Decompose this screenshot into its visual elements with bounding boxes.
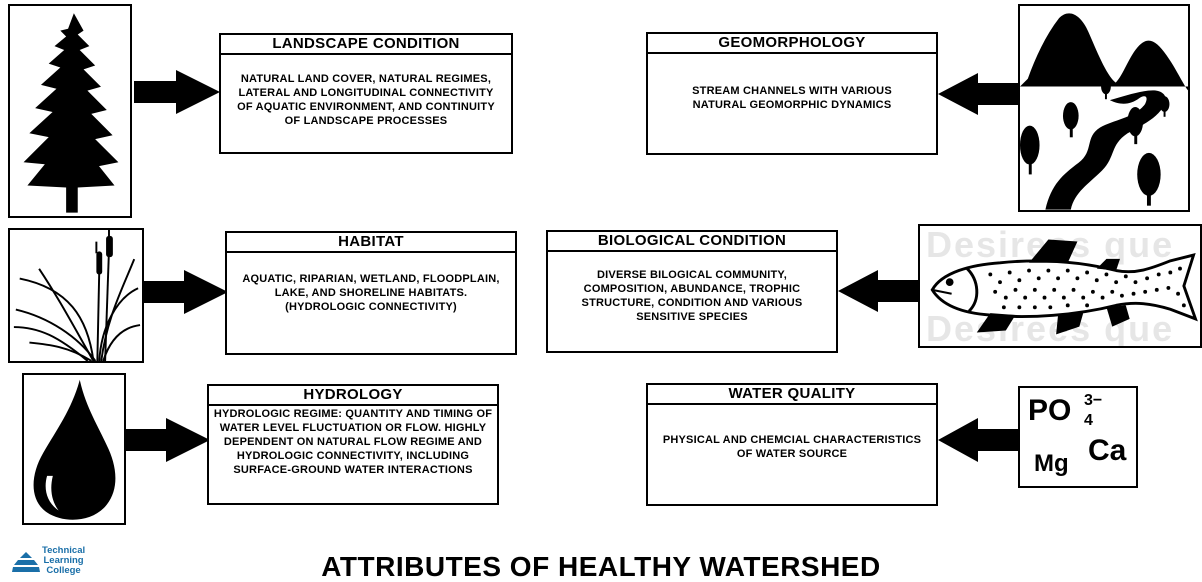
fish-image: Desirees que Desirees que bbox=[918, 224, 1202, 348]
water-quality-box: WATER QUALITY PHYSICAL AND CHEMCIAL CHAR… bbox=[646, 383, 938, 506]
habitat-title: HABITAT bbox=[227, 233, 515, 253]
arrow-biological bbox=[838, 270, 920, 312]
arrow-water-quality bbox=[938, 418, 1020, 462]
logo-line-3: College bbox=[46, 565, 81, 576]
phosphate-superscript: 3− bbox=[1084, 392, 1103, 409]
arrow-geomorphology bbox=[938, 73, 1020, 115]
chemical-ions-icon: PO 3− 4 Mg Ca bbox=[1020, 388, 1136, 486]
biological-condition-box: BIOLOGICAL CONDITION DIVERSE BILOGICAL C… bbox=[546, 230, 838, 353]
water-quality-description: PHYSICAL AND CHEMCIAL CHARACTERISTICS OF… bbox=[662, 434, 922, 460]
logo-text: Technical Learning College bbox=[42, 546, 85, 576]
technical-learning-college-logo: Technical Learning College bbox=[12, 546, 122, 580]
biological-condition-title: BIOLOGICAL CONDITION bbox=[548, 232, 836, 252]
landscape-condition-title: LANDSCAPE CONDITION bbox=[221, 35, 511, 55]
logo-line-1: Technical bbox=[42, 545, 86, 556]
phosphate-subscript: 4 bbox=[1084, 412, 1093, 429]
landscape-condition-box: LANDSCAPE CONDITION NATURAL LAND COVER, … bbox=[219, 33, 513, 154]
geomorphology-description: STREAM CHANNELS WITH VARIOUS NATURAL GEO… bbox=[692, 85, 892, 111]
water-drop-image bbox=[22, 373, 126, 525]
page-title: ATTRIBUTES OF HEALTHY WATERSHED bbox=[321, 551, 881, 582]
mountain-stream-image bbox=[1018, 4, 1190, 212]
arrow-landscape bbox=[134, 70, 220, 114]
chemical-ions-image: PO 3− 4 Mg Ca bbox=[1018, 386, 1138, 488]
tree-icon bbox=[23, 13, 119, 213]
logo-line-2: Learning bbox=[43, 555, 84, 566]
hydrology-title: HYDROLOGY bbox=[209, 386, 497, 406]
cattail-image bbox=[8, 228, 144, 363]
habitat-box: HABITAT AQUATIC, RIPARIAN, WETLAND, FLOO… bbox=[225, 231, 517, 355]
mountain-stream-icon bbox=[1020, 13, 1188, 210]
hydrology-box: HYDROLOGY HYDROLOGIC REGIME: QUANTITY AN… bbox=[207, 384, 499, 505]
cattail-icon bbox=[13, 230, 141, 361]
logo-stripes-icon bbox=[12, 552, 40, 572]
calcium-label: Ca bbox=[1088, 434, 1127, 467]
landscape-condition-description: NATURAL LAND COVER, NATURAL REGIMES, LAT… bbox=[237, 73, 495, 127]
tree-image bbox=[8, 4, 132, 218]
water-drop-icon bbox=[33, 379, 116, 520]
geomorphology-title: GEOMORPHOLOGY bbox=[648, 34, 936, 54]
fish-icon bbox=[930, 239, 1198, 335]
hydrology-description: HYDROLOGIC REGIME: QUANTITY AND TIMING O… bbox=[213, 408, 493, 476]
water-quality-title: WATER QUALITY bbox=[648, 385, 936, 405]
geomorphology-box: GEOMORPHOLOGY STREAM CHANNELS WITH VARIO… bbox=[646, 32, 938, 155]
arrow-habitat bbox=[142, 270, 228, 314]
arrow-hydrology bbox=[126, 418, 210, 462]
habitat-description: AQUATIC, RIPARIAN, WETLAND, FLOODPLAIN, … bbox=[242, 273, 500, 313]
biological-condition-description: DIVERSE BILOGICAL COMMUNITY, COMPOSITION… bbox=[581, 269, 803, 323]
magnesium-label: Mg bbox=[1034, 450, 1069, 477]
phosphate-label: PO bbox=[1028, 394, 1072, 427]
